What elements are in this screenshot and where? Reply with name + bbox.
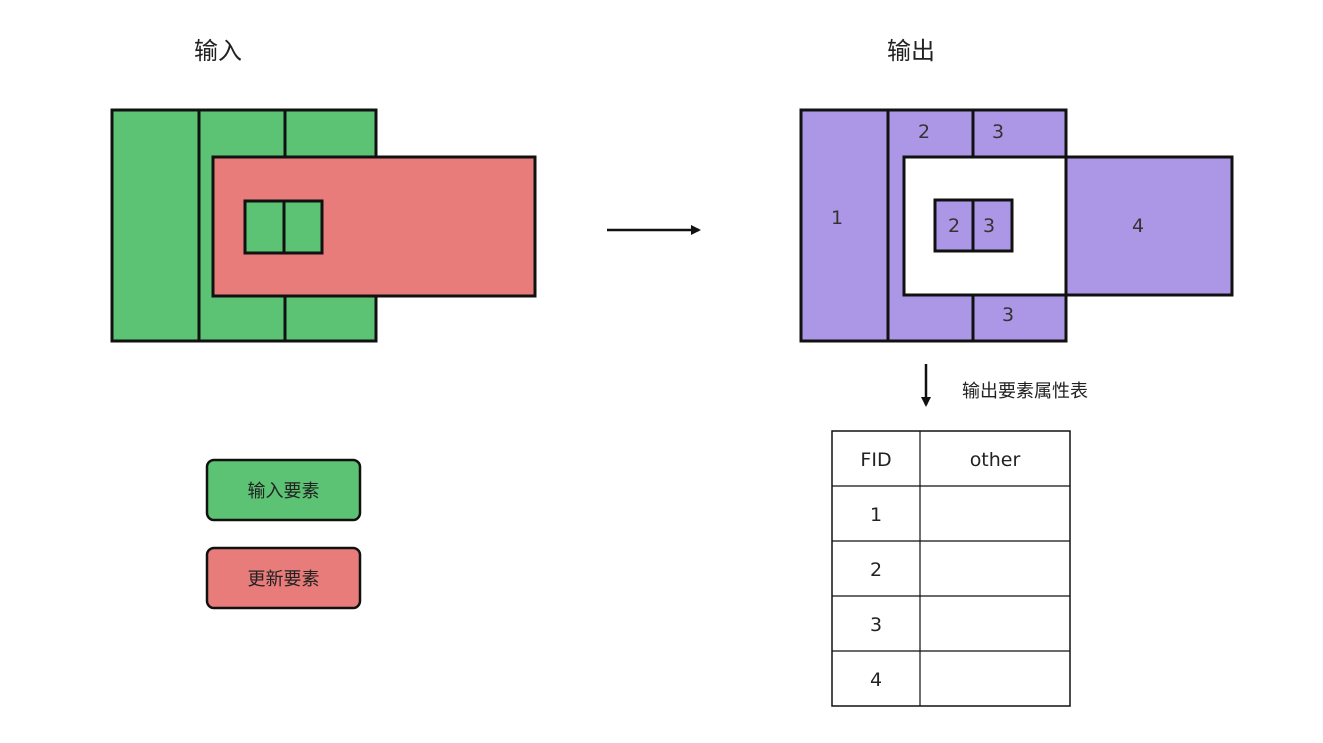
- region-1-label: 1: [831, 207, 843, 229]
- table-header-fid: FID: [860, 449, 891, 471]
- region-3-bottom-label: 3: [1002, 304, 1014, 326]
- region-3-top-label: 3: [992, 121, 1004, 143]
- legend-input-swatch: [205, 458, 362, 522]
- input-title: 输入: [194, 37, 242, 65]
- legend-update-swatch: [205, 546, 362, 610]
- update-feature: [211, 155, 537, 298]
- table-caption: 输出要素属性表: [962, 381, 1088, 402]
- table-header-other: other: [970, 449, 1021, 471]
- output-features: 1 2 3 2 3 3 4: [799, 108, 1234, 343]
- region-4-label: 4: [1132, 215, 1144, 237]
- table-cell-fid: 1: [870, 504, 882, 526]
- region-4-block: [1064, 155, 1234, 297]
- table-border: [831, 430, 1071, 707]
- table-cell-fid: 2: [870, 559, 882, 581]
- output-title: 输出: [887, 37, 935, 65]
- legend-update-label: 更新要素: [248, 569, 320, 590]
- legend-input-label: 输入要素: [248, 481, 320, 502]
- attribute-table: FID other 1 2 3 4: [831, 430, 1071, 707]
- region-3-inner-label: 3: [983, 215, 995, 237]
- region-2-inner-label: 2: [948, 215, 960, 237]
- table-cell-fid: 4: [870, 669, 882, 691]
- legend: 输入要素 更新要素: [205, 458, 362, 610]
- table-cell-fid: 3: [870, 614, 882, 636]
- region-2-top-label: 2: [918, 121, 930, 143]
